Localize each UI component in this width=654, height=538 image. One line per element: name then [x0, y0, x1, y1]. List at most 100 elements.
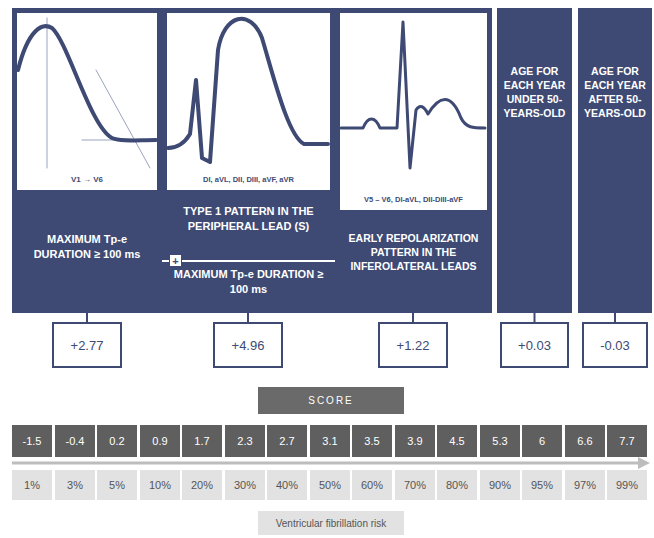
value-text: 3%	[67, 479, 83, 491]
value-text: 6	[539, 435, 545, 447]
criterion-text: AGE FOR EACH YEAR UNDER 50-YEARS-OLD	[501, 65, 568, 120]
criterion-text: TYPE 1 PATTERN IN THE PERIPHERAL LEAD (S…	[168, 204, 329, 233]
score-box: +4.96	[213, 322, 283, 368]
value-text: 0.2	[109, 435, 124, 447]
criterion-text: MAXIMUM Tp-e DURATION ≥ 100 ms	[18, 232, 156, 261]
value-text: 1.7	[194, 435, 209, 447]
score-cell: 3.5	[352, 425, 392, 457]
connector-line	[534, 313, 536, 322]
score-box: +0.03	[500, 322, 569, 368]
risk-cell: 10%	[140, 470, 180, 500]
value-text: +2.77	[71, 338, 104, 353]
score-cell: -1.5	[12, 425, 52, 457]
scale-line	[12, 462, 640, 465]
value-text: 4.5	[449, 435, 464, 447]
criterion-panel: AGE FOR EACH YEAR UNDER 50-YEARS-OLD	[497, 8, 572, 313]
score-cell: 5.3	[480, 425, 520, 457]
risk-band: Ventricular fibrillation risk	[258, 511, 404, 535]
value-text: +4.96	[232, 338, 265, 353]
risk-cell: 1%	[12, 470, 52, 500]
risk-cell: 5%	[97, 470, 137, 500]
criterion-text: EARLY REPOLARIZATION PATTERN IN THE INFE…	[338, 232, 489, 274]
value-text: 0.9	[152, 435, 167, 447]
score-band: SCORE	[258, 387, 404, 414]
risk-cell: 50%	[310, 470, 350, 500]
risk-cell: 30%	[225, 470, 265, 500]
score-cell: 0.2	[97, 425, 137, 457]
score-cell: 2.7	[267, 425, 307, 457]
criterion-text: AGE FOR EACH YEAR AFTER 50-YEARS-OLD	[582, 65, 648, 120]
value-text: 80%	[446, 479, 468, 491]
ecg-trace	[162, 8, 335, 313]
score-box: +1.22	[378, 322, 448, 368]
value-text: 1%	[24, 479, 40, 491]
score-cell: 6.6	[565, 425, 605, 457]
lead-label: V1 → V6	[17, 175, 157, 186]
score-cell: 6	[522, 425, 562, 457]
lead-label: DI, aVL, DII, DIII, aVF, aVR	[167, 175, 330, 185]
risk-title: Ventricular fibrillation risk	[276, 518, 387, 529]
ecg-line	[96, 70, 150, 168]
value-text: 2.3	[237, 435, 252, 447]
risk-cell: 99%	[607, 470, 647, 500]
criterion-panel: V5 – V6, DI-aVL, DII-DIII-aVF EARLY REPOL…	[335, 8, 492, 313]
risk-cell: 3%	[55, 470, 95, 500]
score-cell: 2.3	[225, 425, 265, 457]
score-cell: 0.9	[140, 425, 180, 457]
value-text: 3.1	[322, 435, 337, 447]
value-text: 60%	[361, 479, 383, 491]
value-text: 5.3	[492, 435, 507, 447]
score-cell: 7.7	[607, 425, 647, 457]
risk-cell: 40%	[267, 470, 307, 500]
value-text: 3.9	[407, 435, 422, 447]
value-text: 7.7	[619, 435, 634, 447]
lead-label: V5 – V6, DI-aVL, DII-DIII-aVF	[340, 195, 487, 205]
scale-arrowhead	[638, 457, 650, 469]
ecg-ground	[167, 13, 330, 190]
score-box: -0.03	[582, 322, 648, 368]
value-text: 30%	[234, 479, 256, 491]
value-text: 6.6	[577, 435, 592, 447]
connector-line	[247, 313, 249, 322]
value-text: +0.03	[518, 338, 551, 353]
plus-sign: +	[169, 254, 182, 267]
connector-line	[412, 313, 414, 322]
value-text: 99%	[616, 479, 638, 491]
value-text: 5%	[109, 479, 125, 491]
ecg-trace	[12, 8, 162, 313]
divider-line	[162, 260, 335, 262]
criterion-panel: AGE FOR EACH YEAR AFTER 50-YEARS-OLD	[578, 8, 652, 313]
risk-cell: 95%	[522, 470, 562, 500]
value-text: 50%	[319, 479, 341, 491]
value-text: 97%	[574, 479, 596, 491]
value-text: 10%	[149, 479, 171, 491]
value-text: 40%	[276, 479, 298, 491]
score-cell: 1.7	[182, 425, 222, 457]
value-text: 70%	[404, 479, 426, 491]
risk-cell: 60%	[352, 470, 392, 500]
score-cell: -0.4	[55, 425, 95, 457]
criterion-panel: DI, aVL, DII, DIII, aVF, aVR TYPE 1 PATTE…	[162, 8, 335, 313]
value-text: 95%	[531, 479, 553, 491]
score-cell: 4.5	[437, 425, 477, 457]
score-cell: 3.1	[310, 425, 350, 457]
value-text: -0.03	[600, 338, 630, 353]
value-text: 20%	[191, 479, 213, 491]
risk-cell: 70%	[395, 470, 435, 500]
ecg-ground	[340, 13, 487, 210]
value-text: -0.4	[66, 435, 85, 447]
score-title: SCORE	[308, 395, 354, 406]
ecg-line	[168, 19, 328, 162]
risk-cell: 90%	[480, 470, 520, 500]
value-text: 3.5	[364, 435, 379, 447]
score-cell: 3.9	[395, 425, 435, 457]
criterion-panel: V1 → V6 MAXIMUM Tp-e DURATION ≥ 100 ms	[12, 8, 162, 313]
ecg-line	[18, 26, 156, 140]
risk-cell: 80%	[437, 470, 477, 500]
connector-line	[86, 313, 88, 322]
ecg-line	[47, 18, 48, 168]
risk-cell: 20%	[182, 470, 222, 500]
connector-line	[614, 313, 616, 322]
score-box: +2.77	[52, 322, 122, 368]
ecg-line	[341, 22, 485, 168]
